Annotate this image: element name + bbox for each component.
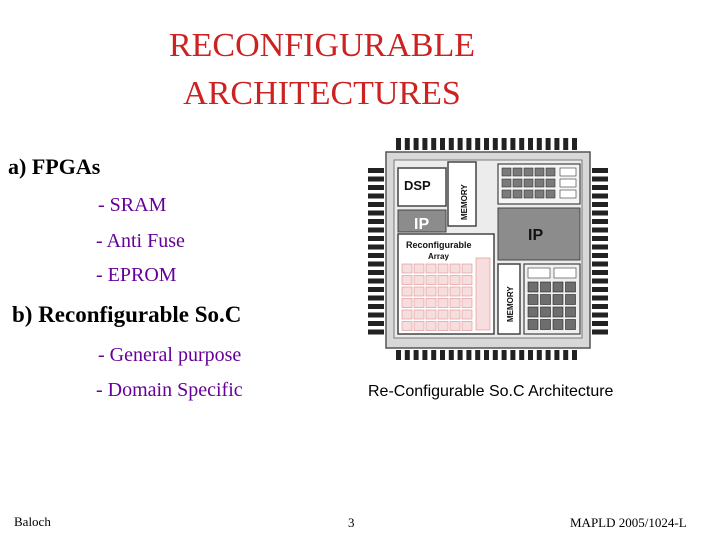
top-right-grid xyxy=(497,163,581,205)
figure-caption: Re-Configurable So.C Architecture xyxy=(368,383,614,400)
footer-conference: MAPLD 2005/1024-L xyxy=(570,515,687,530)
array-label: Array xyxy=(428,252,449,261)
section-b-heading: b) Reconfigurable So.C xyxy=(12,302,242,327)
soc-item-domain: - Domain Specific xyxy=(96,379,243,401)
slide-title-line1: RECONFIGURABLE xyxy=(168,27,476,64)
fpga-item-antifuse: - Anti Fuse xyxy=(96,230,185,252)
footer-author: Baloch xyxy=(14,514,51,529)
processor-block xyxy=(523,263,581,335)
fpga-item-eprom: - EPROM xyxy=(96,264,177,286)
memory-block-bottom xyxy=(497,263,521,335)
fpga-item-sram: - SRAM xyxy=(98,194,167,216)
memory-label-top: MEMORY xyxy=(460,184,469,220)
ip-block-large xyxy=(497,207,581,261)
memory-label-bottom: MEMORY xyxy=(506,286,515,322)
soc-item-general: - General purpose xyxy=(98,344,242,366)
chip-pins xyxy=(368,138,608,360)
dsp-label: DSP xyxy=(404,178,431,193)
dsp-block xyxy=(397,167,447,207)
ip-block-small xyxy=(397,209,447,233)
slide-title-line2: ARCHITECTURES xyxy=(183,75,461,112)
reconfigurable-grid xyxy=(401,257,491,331)
section-a-heading: a) FPGAs xyxy=(8,154,101,179)
footer-page-number: 3 xyxy=(348,515,355,530)
ip-label-small: IP xyxy=(414,216,429,233)
reconfig-label: Reconfigurable xyxy=(406,240,472,250)
soc-chip-diagram: DSP MEMORY IP IP Reconfigurable Array ME… xyxy=(368,138,608,360)
memory-block-top xyxy=(447,161,477,227)
ip-label-large: IP xyxy=(528,227,543,244)
